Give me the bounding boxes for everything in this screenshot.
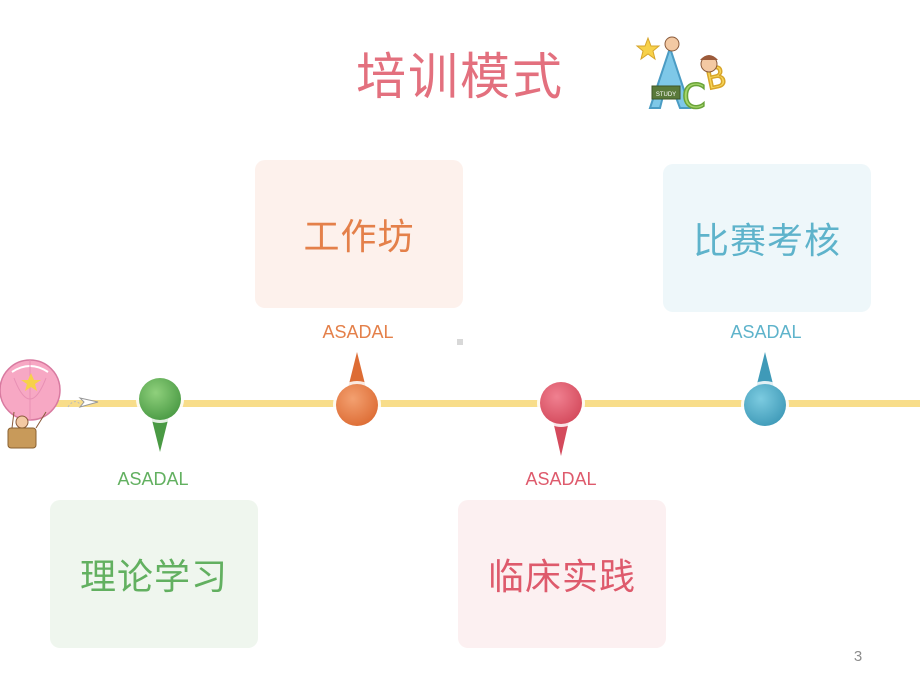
paper-plane-icon: [67, 397, 99, 408]
card-theory: 理论学习: [50, 500, 258, 648]
page-title: 培训模式: [356, 48, 564, 106]
caption-workshop: ASADAL: [322, 322, 394, 342]
hot-air-balloon-icon: [0, 359, 61, 449]
card-competition: 比赛考核: [663, 164, 871, 312]
center-dot: [457, 339, 463, 345]
caption-clinical: ASADAL: [525, 469, 597, 489]
pin-theory: [136, 375, 184, 452]
pin-workshop: [333, 352, 381, 429]
study-board-label: STUDY: [656, 92, 676, 98]
pin-clinical: [537, 379, 585, 456]
letter-c: C: [682, 77, 706, 117]
caption-theory: ASADAL: [117, 469, 189, 489]
card-clinical: 临床实践: [458, 500, 666, 648]
pin-competition: [741, 352, 789, 429]
caption-competition: ASADAL: [730, 322, 802, 342]
page-number: 3: [853, 648, 863, 665]
card-workshop: 工作坊: [255, 160, 463, 308]
timeline-bar: [50, 400, 920, 407]
